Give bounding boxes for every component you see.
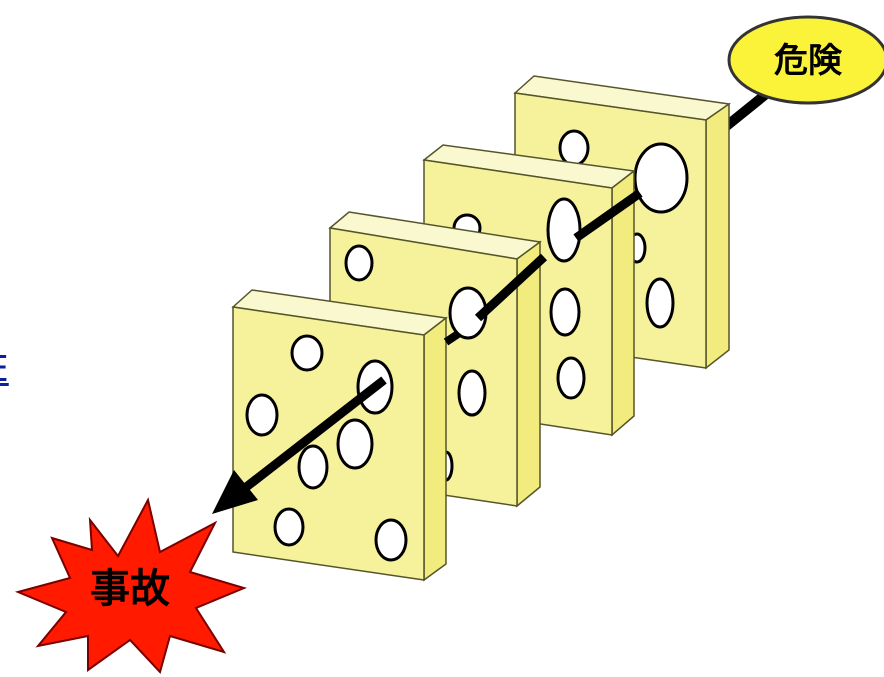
- cheese-hole: [459, 371, 485, 415]
- cheese-hole: [551, 289, 579, 335]
- cheese-slice-1: [233, 290, 446, 580]
- hazard-label: 危険: [729, 17, 884, 103]
- accident-label: 事故: [18, 500, 244, 672]
- cheese-hole: [338, 420, 372, 468]
- cheese-hole: [247, 395, 277, 435]
- cheese-hole: [548, 199, 580, 261]
- cheese-hole: [635, 144, 687, 212]
- cheese-hole: [558, 358, 584, 398]
- cheese-hole: [647, 279, 673, 327]
- cheese-hole: [299, 446, 327, 488]
- edge-link-fragment[interactable]: E: [0, 352, 12, 392]
- cheese-hole: [292, 336, 322, 370]
- cheese-hole: [560, 131, 588, 165]
- hazard-text: 危険: [774, 41, 843, 81]
- cheese-hole: [346, 246, 372, 280]
- accident-text: 事故: [90, 566, 170, 612]
- cheese-hole: [376, 520, 406, 560]
- cheese-hole: [275, 509, 303, 545]
